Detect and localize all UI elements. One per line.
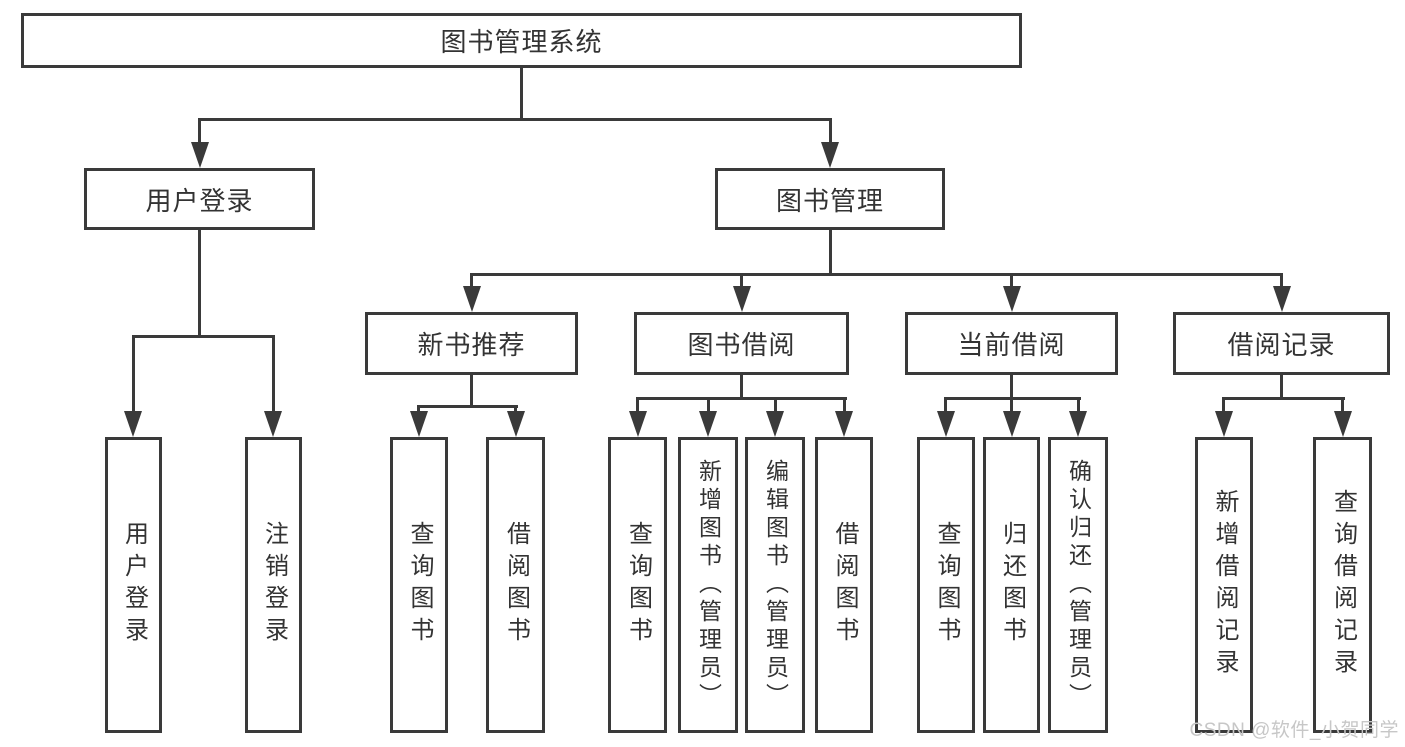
connector-line [1010,273,1013,291]
connector-line [198,118,201,150]
arrow-down-icon [821,142,839,168]
connector-line [636,397,639,415]
connector-line [132,335,275,338]
leaf-return-books: 归还图书 [983,437,1040,733]
leaf-query-books-current: 查询图书 [917,437,975,733]
arrow-down-icon [766,411,784,437]
arrow-down-icon [629,411,647,437]
connector-line [944,397,947,415]
leaf-label: 确认归还（管理员） [1065,459,1092,711]
connector-line [740,273,743,291]
connector-line [132,335,135,415]
arrow-down-icon [937,411,955,437]
node-label: 用户登录 [145,185,254,216]
connector-line [636,397,847,400]
arrow-down-icon [699,411,717,437]
node-book-borrow: 图书借阅 [634,312,849,375]
node-borrow-records: 借阅记录 [1173,312,1390,375]
node-current-borrow: 当前借阅 [905,312,1118,375]
leaf-label: 用户登录 [120,521,148,649]
connector-line [707,397,710,415]
arrow-down-icon [410,411,428,437]
arrow-down-icon [733,286,751,312]
connector-line [829,230,832,273]
leaf-label: 查询图书 [406,521,433,649]
node-label: 借阅记录 [1227,330,1336,360]
arrow-down-icon [463,286,481,312]
node-root: 图书管理系统 [21,13,1022,68]
node-label: 当前借阅 [957,330,1066,360]
arrow-down-icon [191,142,209,168]
connector-line [774,397,777,415]
leaf-query-books-borrow: 查询图书 [608,437,667,733]
connector-line [740,375,743,400]
connector-line [1222,397,1225,415]
connector-line [1010,397,1013,415]
leaf-query-books-recommend: 查询图书 [390,437,448,733]
leaf-borrow-books: 借阅图书 [815,437,873,733]
leaf-add-borrow-record: 新增借阅记录 [1195,437,1253,733]
connector-line [417,405,518,408]
connector-line [470,273,1283,276]
arrow-down-icon [264,411,282,437]
leaf-confirm-return-admin: 确认归还（管理员） [1048,437,1108,733]
connector-line [272,335,275,415]
arrow-down-icon [1334,411,1352,437]
node-label: 图书借阅 [687,330,796,360]
node-label: 图书管理系统 [440,27,603,57]
leaf-logout: 注销登录 [245,437,302,733]
connector-line [470,375,473,408]
node-label: 图书管理 [775,185,884,216]
connector-line [1010,375,1013,400]
arrow-down-icon [1003,286,1021,312]
leaf-label: 查询图书 [624,521,652,649]
arrow-down-icon [1273,286,1291,312]
node-new-book-recommend: 新书推荐 [365,312,578,375]
leaf-label: 归还图书 [998,521,1026,649]
connector-line [198,230,201,335]
node-book-management: 图书管理 [715,168,945,230]
leaf-label: 借阅图书 [502,521,530,649]
connector-line [520,68,523,120]
watermark: CSDN @软件_小贺同学 [1189,720,1399,741]
connector-line [1077,397,1080,415]
connector-line [843,397,846,415]
leaf-label: 新增图书（管理员） [695,459,722,711]
arrow-down-icon [507,411,525,437]
leaf-label: 新增借阅记录 [1211,489,1238,681]
arrow-down-icon [1215,411,1233,437]
arrow-down-icon [124,411,142,437]
connector-line [198,118,831,121]
node-user-login: 用户登录 [84,168,315,230]
connector-line [1341,397,1344,415]
leaf-user-login: 用户登录 [105,437,162,733]
leaf-label: 查询借阅记录 [1329,489,1357,681]
leaf-label: 注销登录 [260,521,288,649]
arrow-down-icon [1069,411,1087,437]
leaf-query-borrow-record: 查询借阅记录 [1313,437,1372,733]
connector-line [829,118,832,150]
leaf-label: 编辑图书（管理员） [762,459,789,711]
leaf-label: 借阅图书 [831,521,858,649]
connector-line [1280,375,1283,400]
connector-line [470,273,473,291]
connector-line [1222,397,1345,400]
leaf-add-books-admin: 新增图书（管理员） [678,437,738,733]
arrow-down-icon [1003,411,1021,437]
arrow-down-icon [835,411,853,437]
connector-line [1280,273,1283,291]
leaf-borrow-books-recommend: 借阅图书 [486,437,545,733]
leaf-label: 查询图书 [933,521,960,649]
node-label: 新书推荐 [417,330,526,360]
leaf-edit-books-admin: 编辑图书（管理员） [745,437,805,733]
